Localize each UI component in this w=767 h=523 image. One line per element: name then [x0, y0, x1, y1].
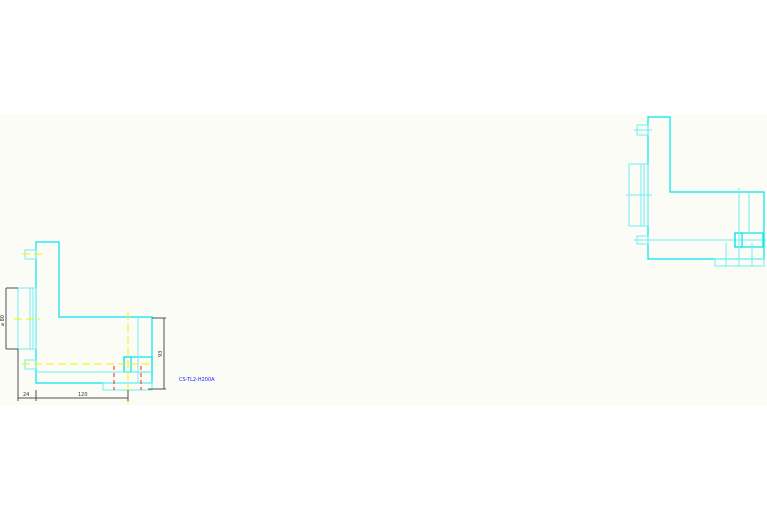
side-view — [626, 116, 766, 267]
part-label: CS-TL2-H200A — [179, 377, 215, 383]
dim-horizontal — [17, 349, 129, 401]
dim-height-text: 93 — [158, 351, 164, 357]
front-view: ⌀ 80 93 24 120 CS-TL2-H200A — [0, 241, 215, 405]
drawing-area — [0, 115, 767, 405]
dim-offset-text: 24 — [23, 392, 29, 398]
dim-length-text: 120 — [78, 392, 88, 398]
dim-height — [148, 317, 166, 390]
bracket-outline — [647, 116, 765, 260]
bracket-outline — [35, 241, 153, 384]
dim-diameter-text: ⌀ 80 — [0, 315, 6, 326]
dim-diameter — [5, 287, 18, 350]
